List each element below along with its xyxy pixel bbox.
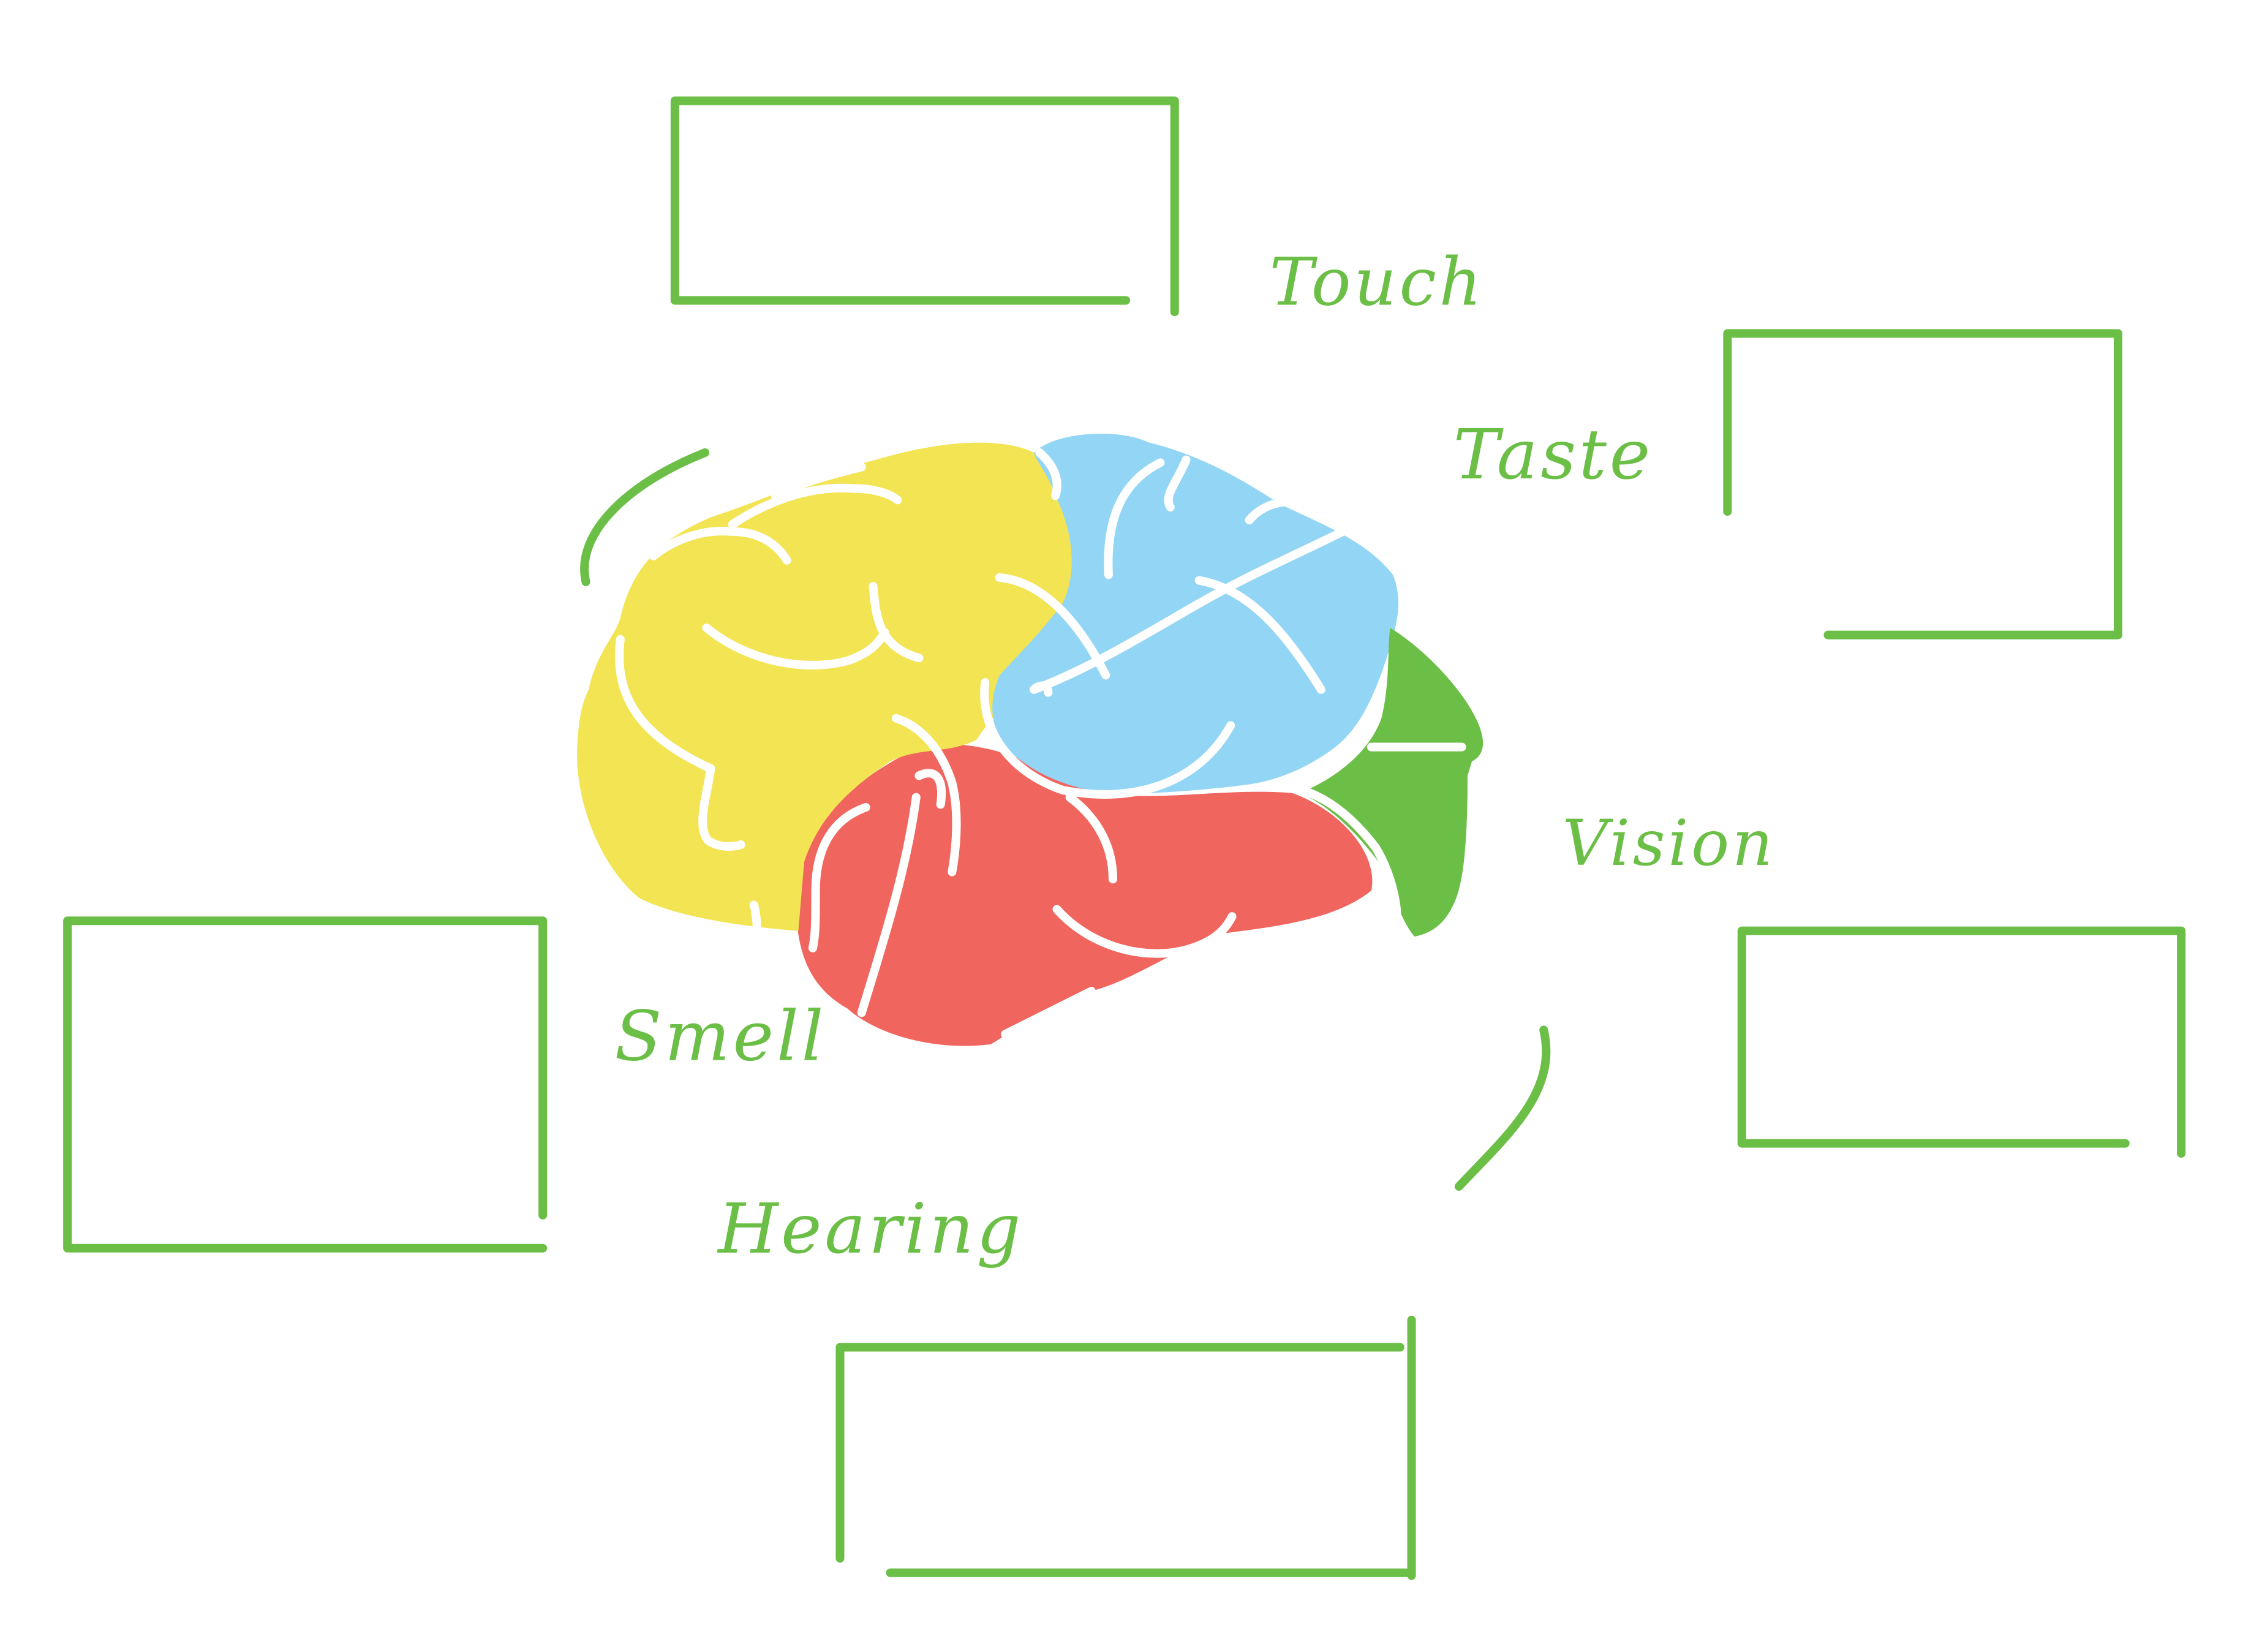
label-vision: Vision xyxy=(1563,807,1776,880)
brain-folds xyxy=(615,448,1466,1039)
answer-box-right-lower[interactable] xyxy=(1737,926,2186,1158)
arc-upper-left xyxy=(580,448,710,586)
occipital-lobe xyxy=(1299,627,1483,937)
arc-lower-right xyxy=(1454,1025,1551,1191)
temporal-lobe xyxy=(796,744,1373,1046)
parietal-lobe xyxy=(992,434,1399,794)
label-taste: Taste xyxy=(1453,415,1653,495)
label-smell: Smell xyxy=(614,997,826,1077)
answer-box-left[interactable] xyxy=(63,916,548,1253)
answer-box-bottom[interactable] xyxy=(835,1315,1416,1580)
answer-box-top[interactable] xyxy=(670,96,1179,317)
label-touch: Touch xyxy=(1269,244,1484,320)
answer-box-right-upper[interactable] xyxy=(1723,329,2123,639)
label-hearing: Hearing xyxy=(717,1189,1023,1269)
brain xyxy=(577,434,1483,1046)
decorative-arcs xyxy=(580,448,1551,1191)
